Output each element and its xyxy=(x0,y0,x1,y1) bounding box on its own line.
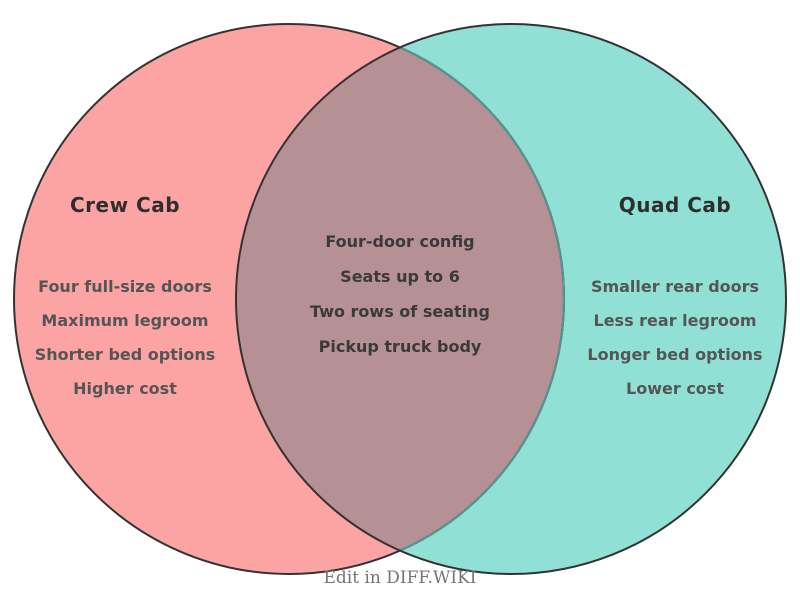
quad-cab-item: Less rear legroom xyxy=(593,311,757,330)
crew-cab-item: Shorter bed options xyxy=(34,345,216,364)
quad-cab-item: Lower cost xyxy=(626,379,724,398)
crew-cab-inner-arc xyxy=(236,24,565,574)
quad-cab-item: Smaller rear doors xyxy=(590,277,760,296)
intersection-item: Four-door config xyxy=(325,232,475,251)
intersection-region xyxy=(236,24,564,574)
crew-cab-item: Higher cost xyxy=(73,379,177,398)
edit-link[interactable]: Edit in DIFF.WIKI xyxy=(323,568,477,588)
quad-cab-item: Longer bed options xyxy=(587,345,763,364)
crew-cab-item: Four full-size doors xyxy=(38,277,212,296)
intersection-item: Two rows of seating xyxy=(310,302,490,321)
quad-cab-outline xyxy=(235,23,787,575)
crew-cab-item: Maximum legroom xyxy=(41,311,209,330)
intersection-item: Seats up to 6 xyxy=(340,267,460,286)
intersection-item: Pickup truck body xyxy=(318,337,482,356)
quad-cab-title: Quad Cab xyxy=(618,193,732,217)
crew-cab-title: Crew Cab xyxy=(69,193,181,217)
